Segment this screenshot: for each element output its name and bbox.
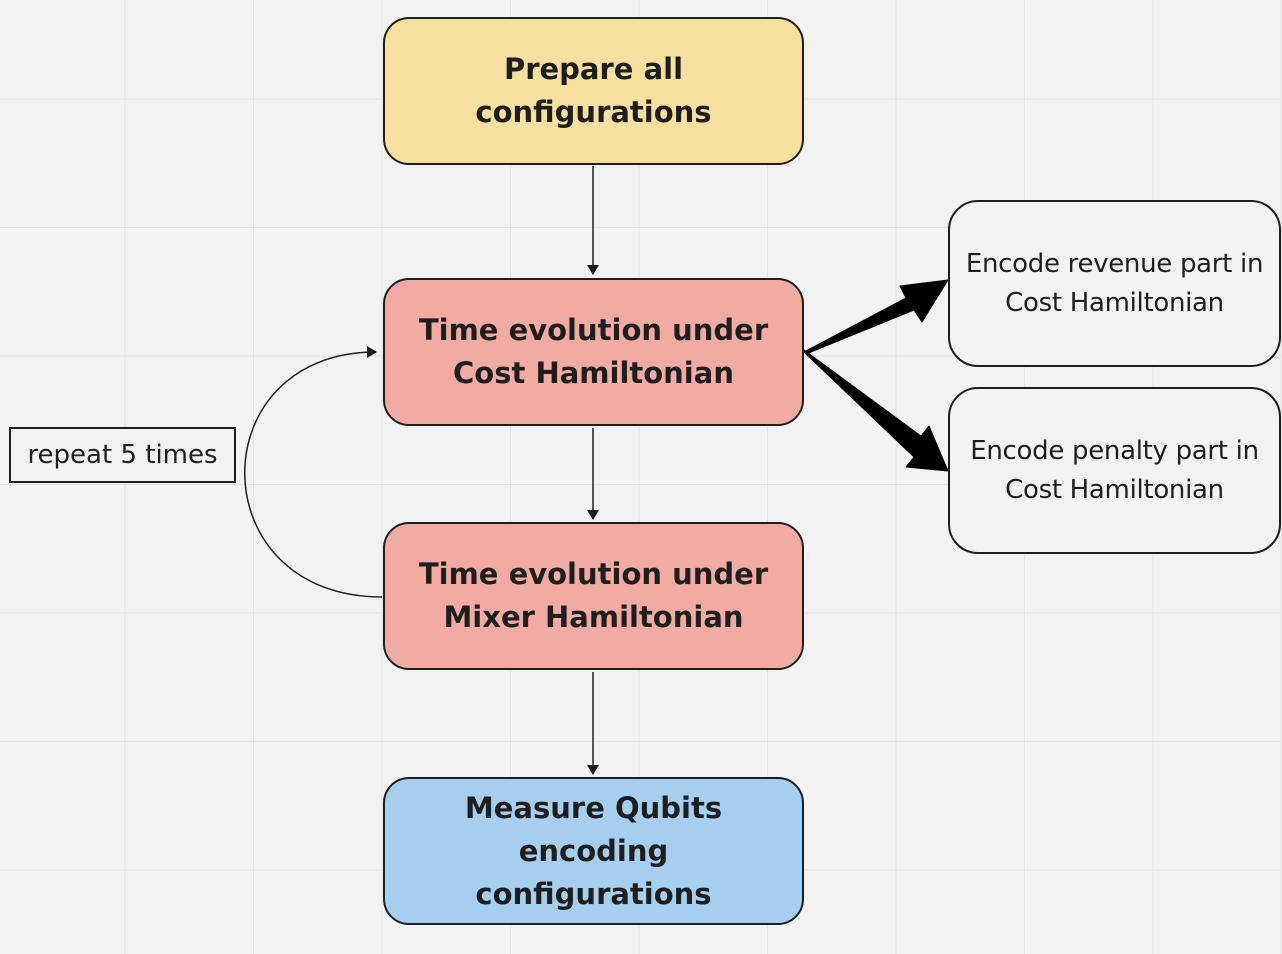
node-mixer-label-line2: Mixer Hamiltonian (443, 600, 744, 634)
node-cost-hamiltonian: Time evolution under Cost Hamiltonian (383, 278, 804, 426)
node-revenue-label-line2: Cost Hamiltonian (1005, 287, 1224, 318)
node-prepare-label: Prepare all configurations (475, 52, 712, 129)
node-revenue-label-line1: Encode revenue part in (965, 248, 1264, 279)
node-cost-label-line1: Time evolution under (418, 313, 769, 347)
node-encode-penalty: Encode penalty part in Cost Hamiltonian (948, 387, 1281, 554)
node-encode-revenue: Encode revenue part in Cost Hamiltonian (948, 200, 1281, 367)
node-cost-label-line2: Cost Hamiltonian (453, 356, 734, 390)
node-penalty-label-line1: Encode penalty part in (970, 435, 1259, 466)
node-measure-qubits: Measure Qubits encoding configurations (383, 777, 804, 925)
loop-label: repeat 5 times (9, 427, 236, 483)
node-penalty-label-line2: Cost Hamiltonian (1005, 474, 1224, 505)
node-mixer-hamiltonian: Time evolution under Mixer Hamiltonian (383, 522, 804, 670)
thick-arrow-to-revenue (803, 279, 949, 355)
loop-label-text: repeat 5 times (27, 440, 218, 470)
node-mixer-label-line1: Time evolution under (418, 557, 769, 591)
loop-arc (244, 346, 383, 598)
node-prepare-configurations: Prepare all configurations (383, 17, 804, 165)
thick-arrow-to-penalty (803, 349, 949, 472)
node-measure-label-line2: configurations (475, 876, 712, 911)
node-measure-label-line1: Measure Qubits encoding (464, 790, 723, 868)
